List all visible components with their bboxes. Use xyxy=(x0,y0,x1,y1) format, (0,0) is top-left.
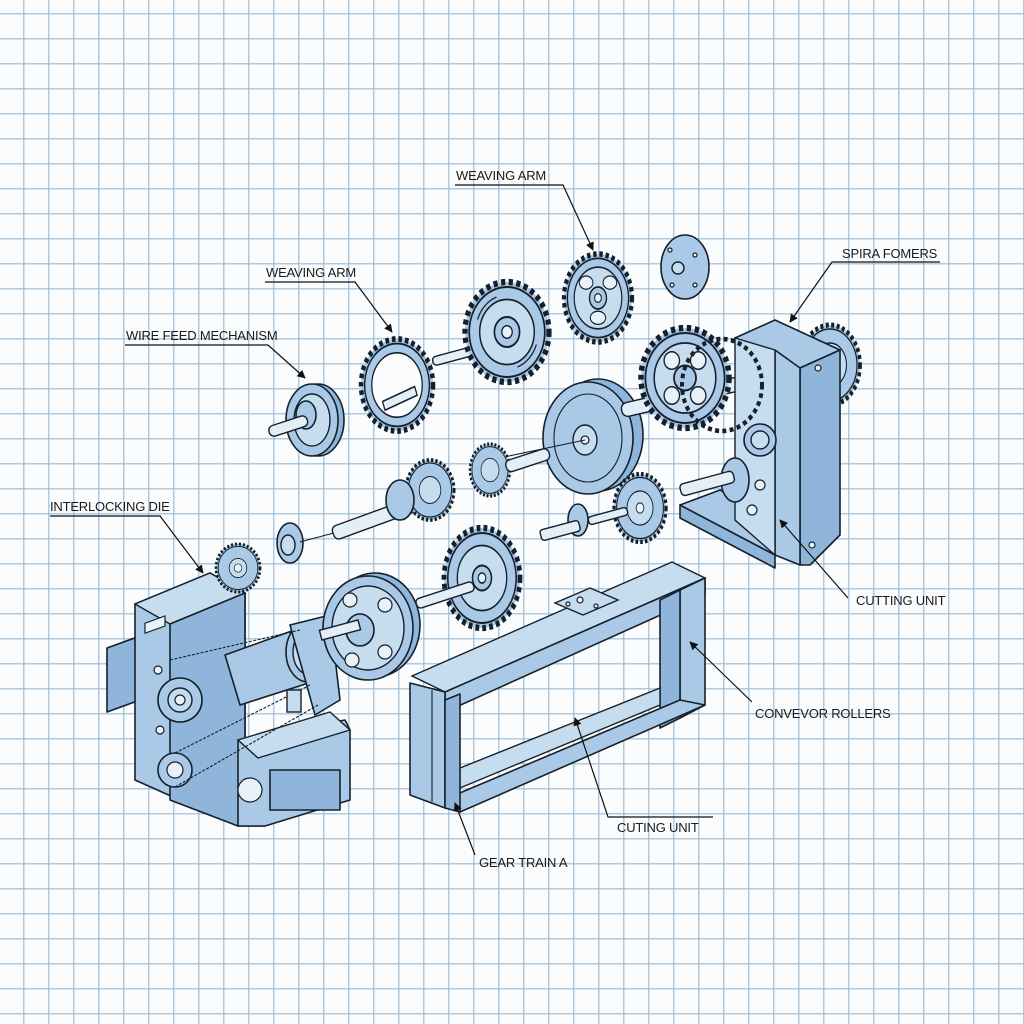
label-gear-train-a: GEAR TRAIN A xyxy=(479,855,568,870)
large-spur-gear-center xyxy=(465,282,549,382)
label-weaving-arm-top: WEAVING ARM xyxy=(456,168,547,183)
weaving-arm-ring-gear xyxy=(361,339,433,431)
hub-small xyxy=(276,522,346,564)
spur-gear-right-small xyxy=(614,474,666,542)
drive-housing-left xyxy=(106,572,352,827)
leader-lines xyxy=(50,184,940,856)
wire-feed-disc xyxy=(268,383,345,457)
label-cuting-unit-bottom: CUTING UNIT xyxy=(617,820,699,835)
label-weaving-arm-left: WEAVING ARM xyxy=(266,265,357,280)
flywheel-disc xyxy=(479,378,644,495)
label-interlocking-die: INTERLOCKING DIE xyxy=(50,499,170,514)
spoked-gear-top xyxy=(564,254,632,342)
end-flange-disc xyxy=(660,234,710,300)
pulley-wheel xyxy=(318,572,421,681)
hub-cutting xyxy=(539,503,629,541)
label-conveyor-rollers: CONVEVOR ROLLERS xyxy=(755,706,891,721)
label-cutting-unit-right: CUTTING UNIT xyxy=(856,593,946,608)
label-spira-formers: SPIRA FOMERS xyxy=(842,246,938,261)
gearbox-frame-right xyxy=(641,319,860,569)
spur-gear-small xyxy=(214,542,262,594)
spur-gear-lower xyxy=(444,528,520,628)
label-wire-feed-mechanism: WIRE FEED MECHANISM xyxy=(126,328,278,343)
central-spindle-assembly xyxy=(331,442,551,540)
